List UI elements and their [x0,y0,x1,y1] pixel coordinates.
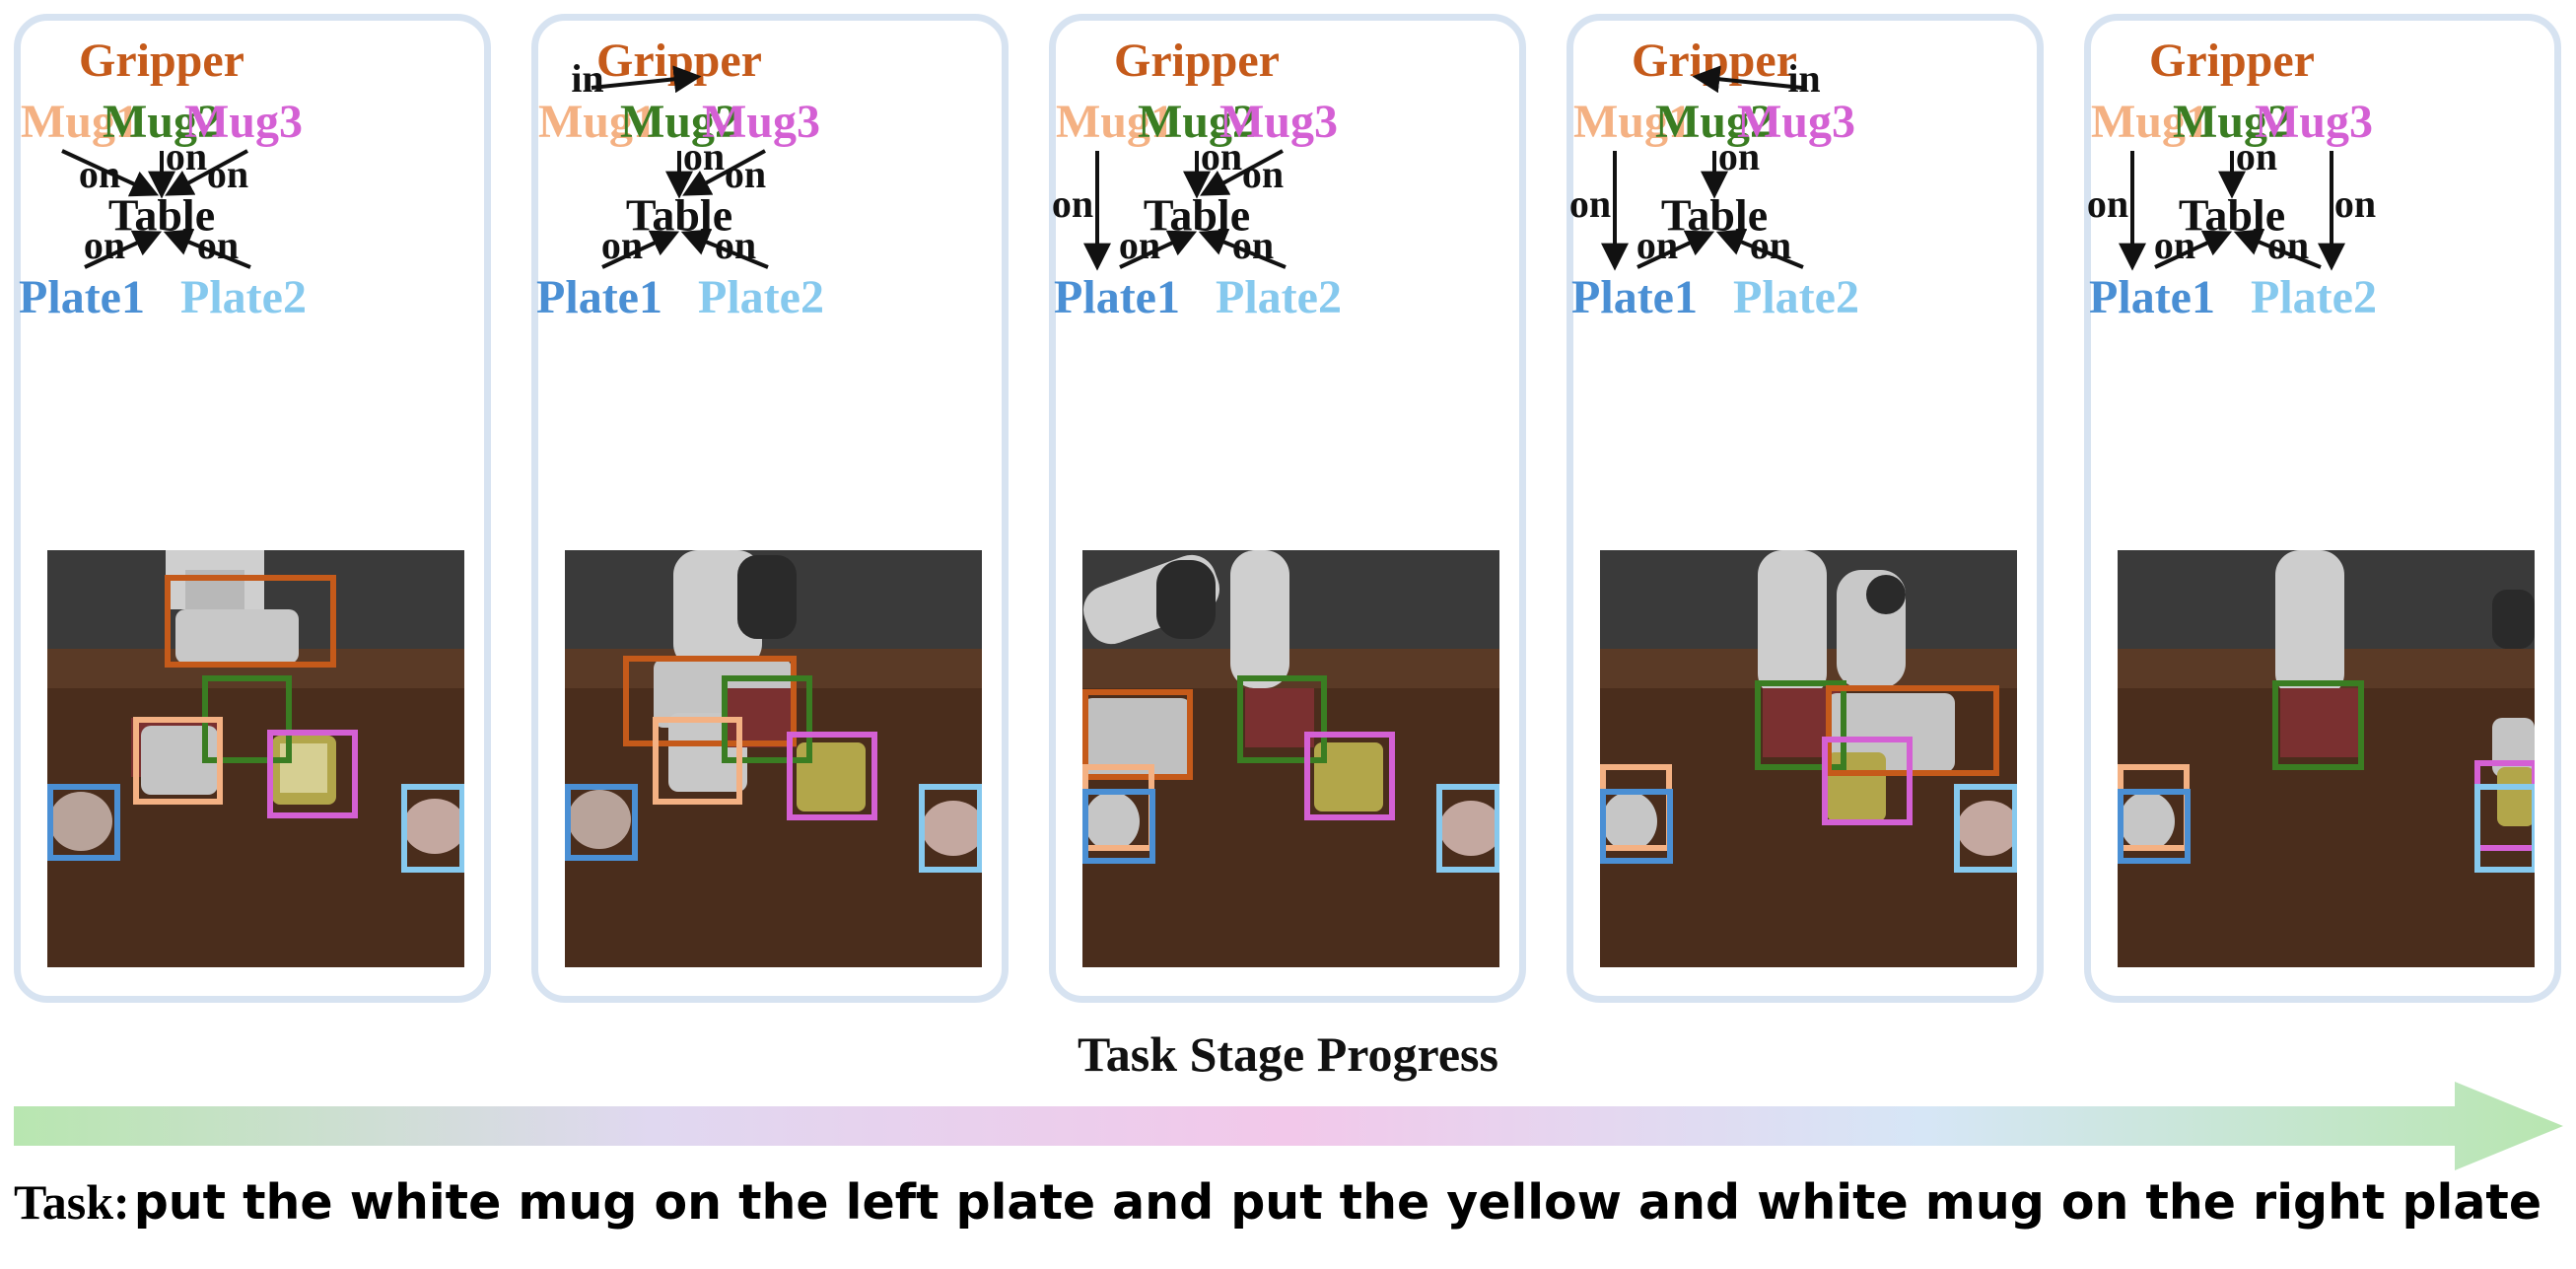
edge-label: on [1242,152,1284,196]
node-plate1: Plate1 [19,271,145,323]
node-mug2: Mug2 [1655,96,1774,148]
edge-label: on [2334,181,2376,226]
edge-label: on [2154,223,2195,267]
task-text: put the white mug on the left plate and … [133,1174,2542,1231]
edge-plate1-table [1119,230,1198,269]
edge-label: on [166,134,207,178]
edge-label: on [1119,223,1160,267]
edge-label: on [683,134,725,178]
node-mug1: Mug1 [1056,96,1174,148]
node-plate2: Plate2 [180,271,307,323]
edge-label: on [715,223,756,267]
scene-snapshot [1600,550,2017,967]
edge-label: on [207,152,248,196]
progress-arrow [14,1082,2563,1170]
edge-label: on [79,152,120,196]
node-mug2: Mug2 [2173,96,2291,148]
node-mug3: Mug3 [702,96,820,148]
edge-mug1-gripper [591,65,702,94]
edge-plate2-table [1715,229,1804,269]
scene-snapshot [47,550,464,967]
node-mug2: Mug2 [620,96,738,148]
task-label: Task: [14,1174,130,1230]
edge-mug1-table [61,149,160,197]
edge-label: on [2236,134,2277,178]
scene-snapshot [1082,550,1499,967]
edge-mug3-table [165,149,248,196]
edge-plate2-table [2233,229,2322,269]
node-mug3: Mug3 [184,96,303,148]
edge-label: on [1718,134,1760,178]
node-mug3: Mug3 [2255,96,2373,148]
node-mug1: Mug1 [538,96,657,148]
node-gripper: Gripper [2149,35,2315,87]
node-plate1: Plate1 [1054,271,1180,323]
edge-label: on [1201,134,1242,178]
node-mug1: Mug1 [1573,96,1692,148]
edge-plate2-table [163,229,251,269]
edge-label: on [2267,223,2309,267]
edge-mug3-table [682,149,766,196]
node-gripper: Gripper [1114,35,1280,87]
edge-label: on [197,223,239,267]
node-plate2: Plate2 [698,271,824,323]
edge-label: on [2087,181,2128,226]
node-mug3: Mug3 [1219,96,1338,148]
node-mug1: Mug1 [2091,96,2209,148]
node-gripper: Gripper [79,35,244,87]
edge-plate1-table [601,230,680,269]
edge-mug3-gripper [1692,65,1803,94]
edge-plate1-table [2154,230,2233,269]
edge-label: on [1636,223,1678,267]
task-description: Task: put the white mug on the left plat… [14,1173,2541,1231]
edge-plate1-table [1636,230,1715,269]
node-plate2: Plate2 [1733,271,1859,323]
progress-title: Task Stage Progress [1078,1026,1498,1082]
edge-label: on [1232,223,1274,267]
edge-label: on [601,223,643,267]
node-mug3: Mug3 [1737,96,1855,148]
node-plate1: Plate1 [536,271,662,323]
edge-plate1-table [84,230,163,269]
edge-label: in [1787,56,1820,101]
edge-label: on [1750,223,1791,267]
node-plate1: Plate1 [1571,271,1698,323]
edge-mug3-table [1200,149,1284,196]
edge-label: on [725,152,766,196]
edge-label: in [571,56,603,101]
node-plate2: Plate2 [1216,271,1342,323]
scene-snapshot [565,550,982,967]
scene-snapshot [2118,550,2535,967]
edge-label: on [1052,181,1093,226]
node-mug2: Mug2 [1138,96,1256,148]
edge-label: on [84,223,125,267]
node-plate2: Plate2 [2251,271,2377,323]
edge-plate2-table [1198,229,1287,269]
edge-label: on [1569,181,1611,226]
node-mug2: Mug2 [103,96,221,148]
node-plate1: Plate1 [2089,271,2215,323]
edge-plate2-table [680,229,769,269]
node-mug1: Mug1 [21,96,139,148]
